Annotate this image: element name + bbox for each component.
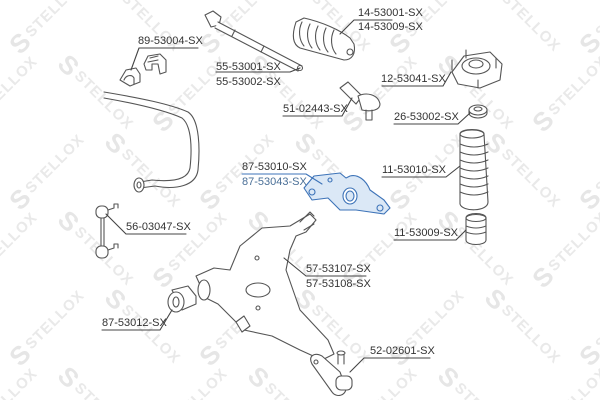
part-label-55-53002[interactable]: 55-53002-SX bbox=[216, 76, 281, 88]
dust-boot-part[interactable] bbox=[459, 128, 489, 211]
part-label-87-53043[interactable]: 87-53043-SX bbox=[242, 176, 307, 188]
lower-control-arm-part[interactable] bbox=[195, 211, 335, 361]
leader-56-03047 bbox=[105, 213, 187, 235]
leader-89-53004 bbox=[130, 47, 199, 71]
steering-boot-part[interactable] bbox=[292, 17, 356, 61]
leader-12-53041 bbox=[381, 71, 452, 87]
leader-11-53010 bbox=[381, 165, 461, 178]
strut-bearing-part[interactable] bbox=[468, 104, 488, 119]
part-label-57-53107[interactable]: 57-53107-SX bbox=[306, 263, 371, 275]
part-label-14-53001[interactable]: 14-53001-SX bbox=[358, 7, 423, 19]
leader-14-53001 bbox=[339, 19, 393, 35]
rear-bushing-part[interactable] bbox=[167, 285, 197, 313]
part-label-12-53041[interactable]: 12-53041-SX bbox=[381, 73, 446, 85]
part-label-55-53001[interactable]: 55-53001-SX bbox=[216, 61, 281, 73]
part-label-11-53010[interactable]: 11-53010-SX bbox=[382, 164, 447, 176]
leader-57-53107 bbox=[283, 257, 367, 277]
part-label-87-53010[interactable]: 87-53010-SX bbox=[242, 161, 307, 173]
part-label-14-53009[interactable]: 14-53009-SX bbox=[358, 21, 423, 33]
part-label-56-03047[interactable]: 56-03047-SX bbox=[126, 221, 191, 233]
leader-26-53002 bbox=[393, 112, 471, 125]
leader-87-53012 bbox=[101, 309, 173, 331]
part-label-57-53108[interactable]: 57-53108-SX bbox=[306, 278, 371, 290]
leader-52-02601 bbox=[349, 357, 431, 373]
bump-stop-part[interactable] bbox=[465, 212, 487, 246]
part-label-52-02601[interactable]: 52-02601-SX bbox=[370, 345, 435, 357]
stabilizer-link-part[interactable] bbox=[95, 203, 119, 259]
tie-rod-end-part[interactable] bbox=[339, 81, 381, 121]
part-label-51-02443[interactable]: 51-02443-SX bbox=[283, 103, 348, 115]
leader-55-53001 bbox=[215, 67, 301, 73]
strut-mount-part[interactable] bbox=[451, 49, 503, 89]
part-label-87-53012[interactable]: 87-53012-SX bbox=[102, 317, 167, 329]
ball-joint-part[interactable] bbox=[310, 350, 353, 397]
leader-87-53010 bbox=[241, 173, 323, 185]
control-arm-bushing-part-highlighted[interactable] bbox=[303, 172, 391, 215]
part-label-89-53004[interactable]: 89-53004-SX bbox=[138, 35, 203, 47]
leader-51-02443 bbox=[282, 97, 353, 117]
stabilizer-bushing-part[interactable] bbox=[119, 53, 167, 87]
leader-11-53009 bbox=[393, 229, 467, 241]
stabilizer-bar-part[interactable] bbox=[103, 91, 200, 193]
part-label-26-53002[interactable]: 26-53002-SX bbox=[394, 111, 459, 123]
part-label-11-53009[interactable]: 11-53009-SX bbox=[394, 227, 459, 239]
